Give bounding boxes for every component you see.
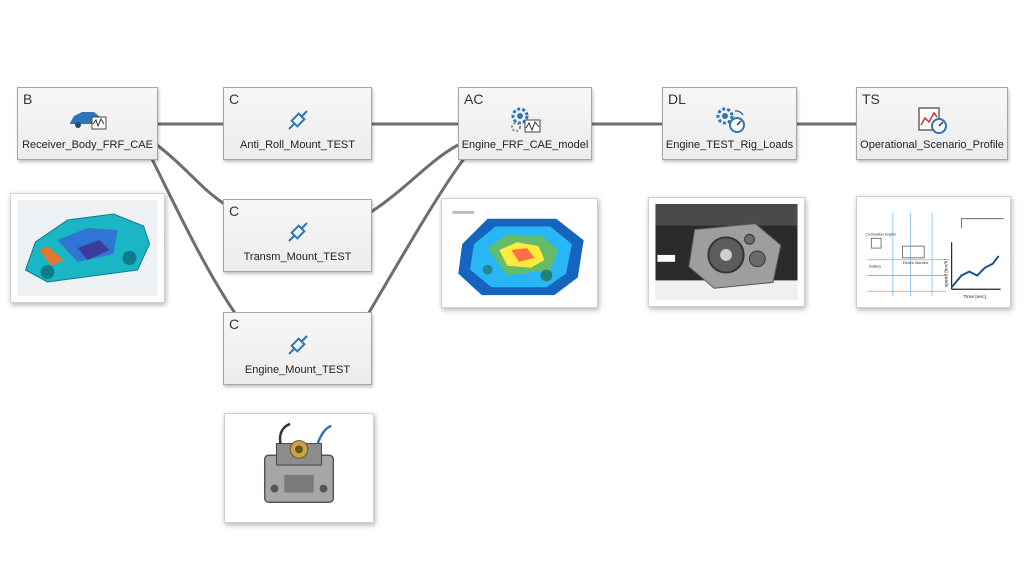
node-tag: C — [229, 316, 240, 332]
node-tag: DL — [668, 91, 686, 107]
scenario-label-battery: Battery — [869, 265, 881, 269]
node-label: Engine_TEST_Rig_Loads — [665, 139, 794, 151]
chart-gauge-icon — [912, 103, 952, 137]
node-label: Anti_Roll_Mount_TEST — [240, 139, 355, 151]
node-receiver-body[interactable]: B Receiver_Body_FRF_CAE — [17, 87, 158, 160]
wire-transm-enginefrf — [370, 143, 459, 214]
thumbnail-scenario-profile: Combustion Engine Electric Machine Batte… — [856, 196, 1011, 308]
node-tag: TS — [862, 91, 880, 107]
gear-frf-icon — [505, 103, 545, 137]
thumbnail-car-body-frf — [10, 193, 165, 303]
node-tag: AC — [464, 91, 484, 107]
scenario-label-engine: Combustion Engine — [865, 232, 896, 236]
node-anti-roll-mount[interactable]: C Anti_Roll_Mount_TEST — [223, 87, 372, 160]
node-label: Engine_Mount_TEST — [244, 364, 351, 376]
scenario-ylabel: speed [km/h] — [944, 259, 950, 288]
thumbnail-rig-photo — [648, 197, 805, 307]
node-tag: B — [23, 91, 33, 107]
wire-receiver-enginemount — [148, 154, 239, 317]
scenario-xlabel: Time [sec] — [963, 294, 986, 300]
node-engine-mount[interactable]: C Engine_Mount_TEST — [223, 312, 372, 385]
node-label: Transm_Mount_TEST — [243, 251, 352, 263]
mount-icon — [278, 328, 318, 362]
node-label: Receiver_Body_FRF_CAE — [22, 139, 153, 151]
node-scenario-profile[interactable]: TS Operational_Scenario_Profile — [856, 87, 1008, 160]
mount-icon — [278, 103, 318, 137]
thumbnail-engine-mount-photo — [224, 413, 374, 523]
node-label: Engine_FRF_CAE_model — [461, 139, 589, 151]
thumbnail-engine-frf-model — [441, 198, 598, 308]
node-engine-frf[interactable]: AC Engine_FRF_CAE_model — [458, 87, 592, 160]
mount-icon — [278, 215, 318, 249]
node-tag: C — [229, 91, 240, 107]
node-rig-loads[interactable]: DL Engine_TEST_Rig_Loads — [662, 87, 797, 160]
node-transm-mount[interactable]: C Transm_Mount_TEST — [223, 199, 372, 272]
node-tag: C — [229, 203, 240, 219]
node-label: Operational_Scenario_Profile — [860, 139, 1004, 151]
wire-enginemount-enginefrf — [365, 155, 468, 317]
car-frf-icon — [68, 103, 108, 137]
scenario-label-machine: Electric Machine — [903, 261, 929, 265]
gear-gauge-icon — [710, 103, 750, 137]
